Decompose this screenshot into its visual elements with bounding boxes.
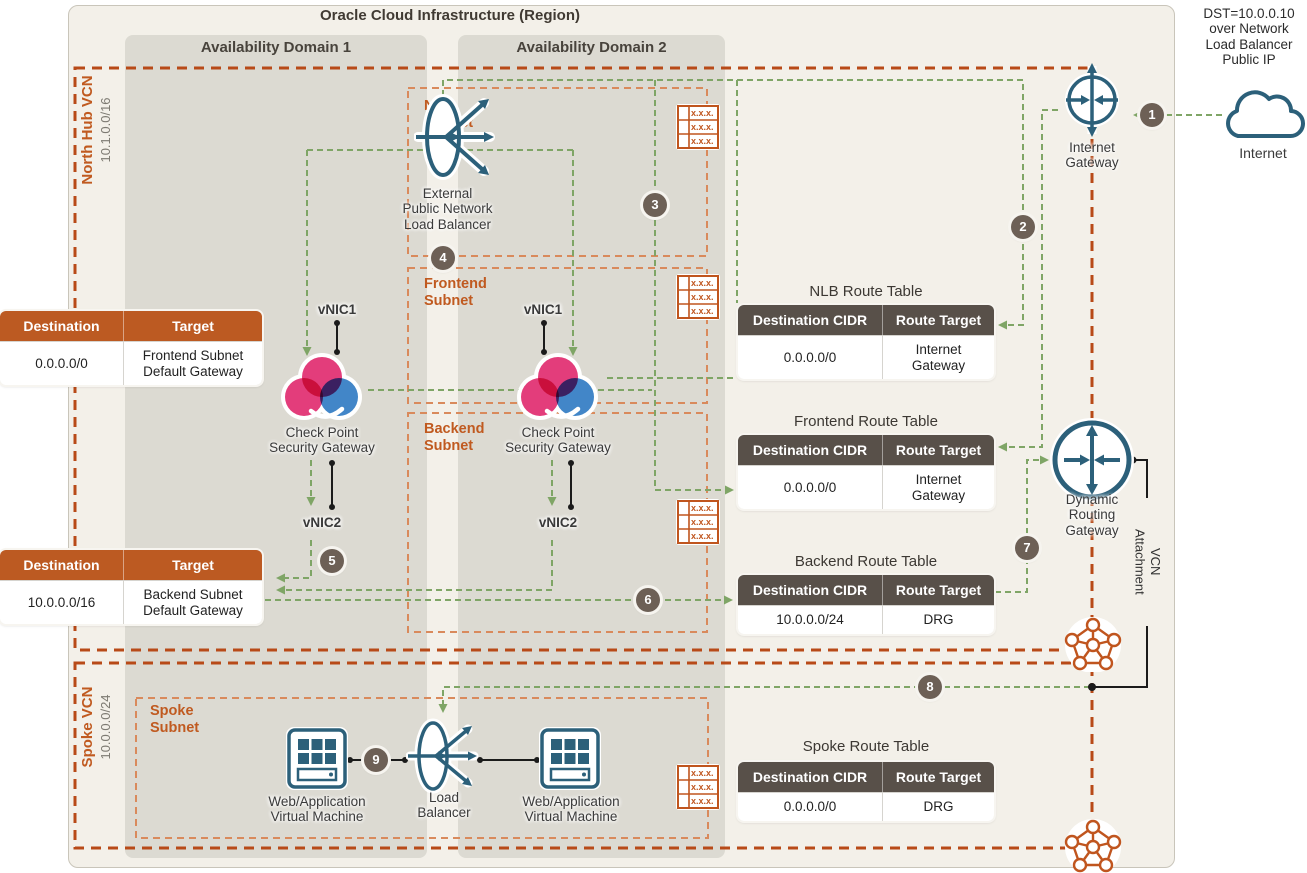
external-lb-label: External Public Network Load Balancer [402,186,493,232]
internet-cloud-icon [1226,90,1305,139]
checkpoint-gateway-icon-ad1 [281,353,362,420]
route-table-icon-frontend: x.x.x. x.x.x. x.x.x. [676,274,720,320]
load-balancer-icon [406,718,479,794]
checkpoint-label-ad2: Check Point Security Gateway [505,425,611,456]
web-vm-icon-ad2 [539,727,601,790]
table-cell: 0.0.0.0/0 [738,792,882,821]
step-badge-6: 6 [636,588,660,612]
svg-text:x.x.x.: x.x.x. [691,796,714,806]
svg-text:x.x.x.: x.x.x. [691,292,714,302]
backend-route-table-title: Backend Route Table [794,553,938,570]
table-cell: Internet Gateway [882,465,994,510]
frontend-route-table-title: Frontend Route Table [794,413,938,430]
column-header: Destination CIDR [738,575,882,606]
availability-domain-1-title: Availability Domain 1 [200,39,352,56]
table-cell: DRG [882,792,994,821]
table-cell: 10.0.0.0/24 [738,605,882,634]
internet-label: Internet [1239,145,1287,161]
vnic1-label-ad2: vNIC1 [523,302,563,317]
column-header: Destination CIDR [738,762,882,793]
column-header: Destination [0,311,123,342]
table-cell: 10.0.0.0/16 [0,580,123,625]
vcn-attachment-label: VCN Attachment [1132,498,1163,626]
step-badge-7: 7 [1015,536,1039,560]
checkpoint-gateway-icon-ad2 [517,353,598,420]
vnic2-label-ad2: vNIC2 [538,515,578,530]
web-vm-label-ad1: Web/Application Virtual Machine [268,794,366,825]
web-vm-label-ad2: Web/Application Virtual Machine [522,794,620,825]
load-balancer-label: Load Balancer [417,790,471,821]
column-header: Target [123,550,262,581]
checkpoint-label-ad1: Check Point Security Gateway [269,425,375,456]
dynamic-routing-gateway-icon [1050,418,1134,502]
svg-text:x.x.x.: x.x.x. [691,782,714,792]
spoke-subnet-label: Spoke Subnet [150,703,200,737]
table-cell: 0.0.0.0/0 [738,465,882,510]
frontend-subnet-label: Frontend Subnet [424,276,487,310]
step-badge-2: 2 [1011,215,1035,239]
svg-text:x.x.x.: x.x.x. [691,278,714,288]
column-header: Destination CIDR [738,305,882,336]
nlb-route-table-title: NLB Route Table [809,283,923,300]
column-header: Route Target [882,305,994,336]
drg-label: Dynamic Routing Gateway [1065,492,1119,538]
step-badge-8: 8 [918,675,942,699]
table-cell: 0.0.0.0/0 [738,335,882,380]
svg-text:x.x.x.: x.x.x. [691,306,714,316]
table-cell: 0.0.0.0/0 [0,341,123,386]
route-table-icon-backend: x.x.x. x.x.x. x.x.x. [676,499,720,545]
column-header: Target [123,311,262,342]
web-vm-icon-ad1 [286,727,348,790]
step-badge-5: 5 [320,549,344,573]
column-header: Destination CIDR [738,435,882,466]
table-cell: Frontend Subnet Default Gateway [123,341,262,386]
step-badge-3: 3 [643,193,667,217]
svg-text:x.x.x.: x.x.x. [691,108,714,118]
availability-domain-2-title: Availability Domain 2 [516,39,667,56]
column-header: Route Target [882,575,994,606]
vcn-icon-spoke [1064,819,1122,873]
svg-text:x.x.x.: x.x.x. [691,503,714,513]
route-table-icon-nlb: x.x.x. x.x.x. x.x.x. [676,104,720,150]
network-load-balancer-icon [414,94,495,180]
internet-gateway-label: Internet Gateway [1065,140,1119,171]
column-header: Destination [0,550,123,581]
internet-gateway-icon [1065,63,1119,137]
backend-subnet-label: Backend Subnet [424,421,485,455]
step-badge-4: 4 [431,246,455,270]
vcn-icon-north [1064,617,1122,672]
dst-note: DST=10.0.0.10 over Network Load Balancer… [1203,6,1295,68]
spoke-route-table-title: Spoke Route Table [802,738,930,755]
svg-text:x.x.x.: x.x.x. [691,768,714,778]
svg-text:x.x.x.: x.x.x. [691,531,714,541]
svg-text:x.x.x.: x.x.x. [691,122,714,132]
column-header: Route Target [882,435,994,466]
vnic2-label-ad1: vNIC2 [302,515,342,530]
vnic1-label-ad1: vNIC1 [317,302,357,317]
step-badge-1: 1 [1140,103,1164,127]
column-header: Route Target [882,762,994,793]
svg-text:x.x.x.: x.x.x. [691,517,714,527]
north-hub-vcn-label: North Hub VCN 10.1.0.0/16 [79,75,113,185]
table-cell: DRG [882,605,994,634]
svg-text:x.x.x.: x.x.x. [691,136,714,146]
table-cell: Backend Subnet Default Gateway [123,580,262,625]
region-title: Oracle Cloud Infrastructure (Region) [319,7,581,24]
table-cell: Internet Gateway [882,335,994,380]
route-table-icon-spoke: x.x.x. x.x.x. x.x.x. [676,764,720,810]
step-badge-9: 9 [364,748,388,772]
spoke-vcn-label: Spoke VCN 10.0.0.0/24 [79,686,113,768]
